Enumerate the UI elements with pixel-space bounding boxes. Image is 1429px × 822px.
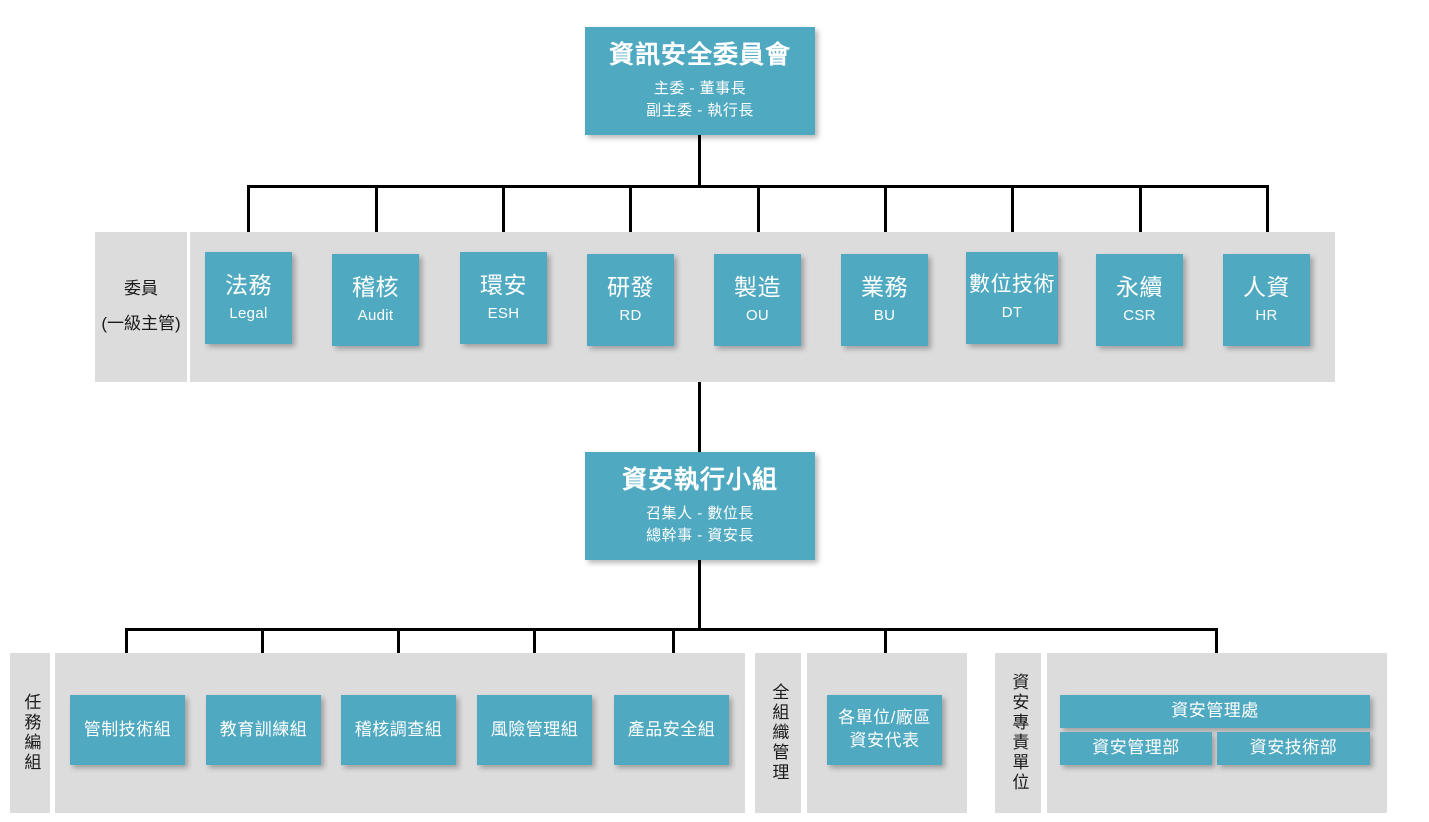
node-task-risk-management[interactable]: 風險管理組 (477, 695, 592, 765)
connector-drop-legal (247, 185, 250, 240)
unit-representative-line1: 各單位/廠區 (838, 708, 931, 728)
member-rd-en: RD (619, 307, 642, 325)
node-member-csr[interactable]: 永續 CSR (1096, 254, 1183, 346)
node-information-security-committee[interactable]: 資訊安全委員會 主委 - 董事長 副主委 - 執行長 (585, 27, 815, 135)
node-member-legal[interactable]: 法務 Legal (205, 252, 292, 344)
security-management-dept-label: 資安管理部 (1092, 738, 1180, 758)
committee-vice-chair-role: 副主委 - 執行長 (646, 102, 754, 119)
member-audit-en: Audit (357, 307, 394, 325)
node-security-management-division[interactable]: 資安管理處 (1060, 695, 1370, 728)
org-wide-side-label: 全組織管理 (755, 653, 801, 813)
node-task-product-safety[interactable]: 產品安全組 (614, 695, 729, 765)
task-product-safety-label: 產品安全組 (627, 719, 716, 739)
connector-bottom-bus (125, 628, 1218, 631)
node-security-technology-dept[interactable]: 資安技術部 (1217, 732, 1370, 765)
member-ou-en: OU (745, 307, 770, 325)
node-security-execution-team[interactable]: 資安執行小組 召集人 - 數位長 總幹事 - 資安長 (585, 452, 815, 560)
member-dt-cn: 數位技術 (969, 273, 1055, 297)
unit-representative-line2: 資安代表 (849, 731, 920, 750)
task-audit-investigation-label: 稽核調查組 (354, 719, 443, 739)
connector-committee-stem (698, 135, 701, 187)
exec-team-convener-role: 召集人 - 數位長 (646, 505, 754, 523)
node-security-management-dept[interactable]: 資安管理部 (1060, 732, 1212, 765)
node-member-esh[interactable]: 環安 ESH (460, 252, 547, 344)
member-legal-en: Legal (229, 305, 268, 323)
member-rd-cn: 研發 (607, 274, 654, 301)
security-management-division-label: 資安管理處 (1171, 701, 1259, 721)
task-risk-management-label: 風險管理組 (490, 719, 579, 739)
member-legal-cn: 法務 (225, 272, 272, 299)
connector-drop-esh (502, 185, 505, 240)
org-wide-side-label-text: 全組織管理 (769, 683, 789, 783)
committee-title: 資訊安全委員會 (608, 41, 791, 70)
node-member-hr[interactable]: 人資 HR (1223, 254, 1310, 346)
members-side-label: 委員 (一級主管) (95, 232, 187, 382)
node-task-audit-investigation[interactable]: 稽核調查組 (341, 695, 456, 765)
member-hr-en: HR (1255, 307, 1278, 325)
member-esh-cn: 環安 (480, 272, 527, 299)
node-member-rd[interactable]: 研發 RD (587, 254, 674, 346)
dedicated-unit-side-label-text: 資安專責單位 (1009, 673, 1029, 793)
node-unit-security-representative[interactable]: 各單位/廠區 資安代表 (827, 695, 942, 765)
node-task-control-tech[interactable]: 管制技術組 (70, 695, 185, 765)
task-force-side-label: 任務編組 (10, 653, 50, 813)
connector-drop-csr (1139, 185, 1142, 240)
member-audit-cn: 稽核 (352, 274, 399, 301)
connector-drop-bu (884, 185, 887, 240)
member-ou-cn: 製造 (734, 274, 781, 301)
node-task-education-training[interactable]: 教育訓練組 (206, 695, 321, 765)
dedicated-unit-side-label: 資安專責單位 (995, 653, 1041, 813)
task-education-training-label: 教育訓練組 (219, 719, 308, 739)
connector-exec-stem (698, 560, 701, 630)
node-member-ou[interactable]: 製造 OU (714, 254, 801, 346)
security-technology-dept-label: 資安技術部 (1249, 738, 1338, 758)
committee-chair-role: 主委 - 董事長 (653, 80, 747, 98)
exec-team-title: 資安執行小組 (621, 466, 778, 495)
connector-drop-audit (375, 185, 378, 240)
exec-team-secretary-role: 總幹事 - 資安長 (646, 527, 754, 544)
node-member-audit[interactable]: 稽核 Audit (332, 254, 419, 346)
node-member-dt[interactable]: 數位技術 DT (966, 252, 1058, 344)
member-csr-cn: 永續 (1116, 274, 1163, 301)
committee-roles: 主委 - 董事長 副主委 - 執行長 (646, 78, 754, 122)
connector-drop-hr (1266, 185, 1269, 240)
connector-drop-dt (1011, 185, 1014, 240)
member-dt-en: DT (1001, 304, 1023, 322)
task-force-side-label-text: 任務編組 (21, 693, 41, 773)
connector-members-to-exec (698, 382, 701, 454)
members-side-label-line1: 委員 (124, 279, 158, 299)
member-hr-cn: 人資 (1243, 274, 1290, 301)
connector-drop-rd (629, 185, 632, 240)
exec-team-roles: 召集人 - 數位長 總幹事 - 資安長 (646, 503, 754, 547)
members-side-label-line2: (一級主管) (101, 314, 181, 333)
member-csr-en: CSR (1123, 307, 1156, 325)
task-control-tech-label: 管制技術組 (83, 719, 172, 739)
member-bu-cn: 業務 (861, 274, 908, 301)
node-member-bu[interactable]: 業務 BU (841, 254, 928, 346)
connector-drop-ou (757, 185, 760, 240)
member-esh-en: ESH (487, 305, 520, 323)
member-bu-en: BU (873, 307, 896, 325)
